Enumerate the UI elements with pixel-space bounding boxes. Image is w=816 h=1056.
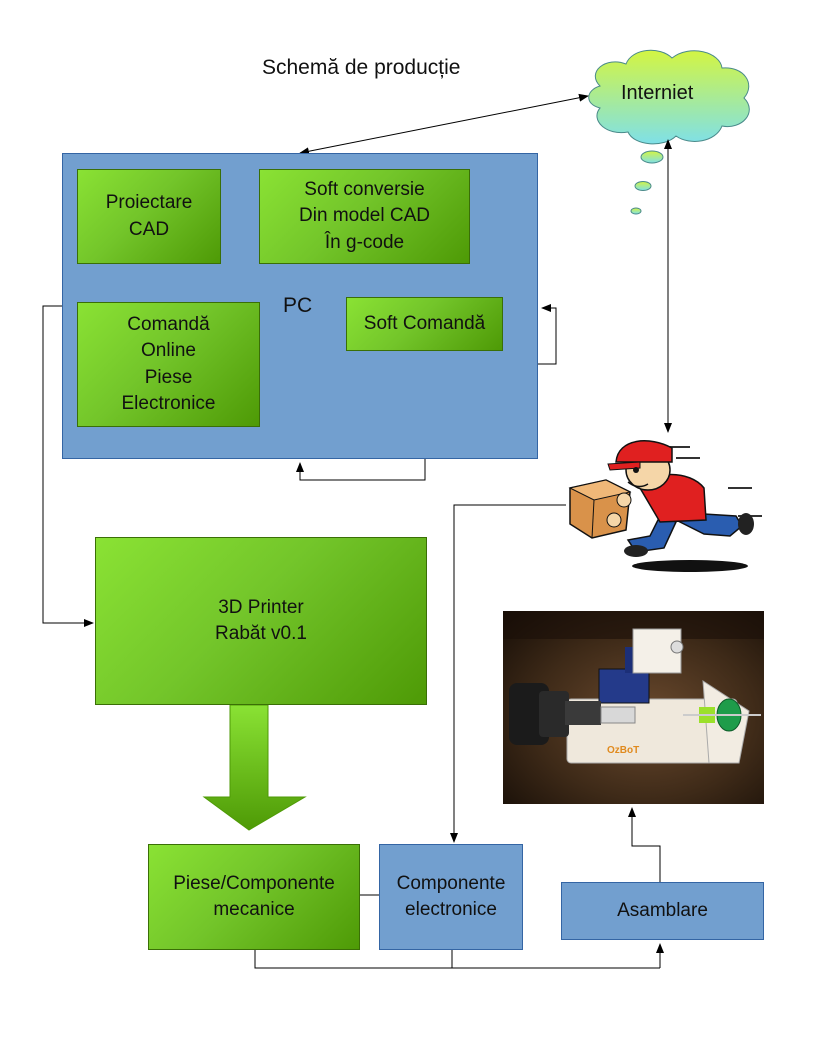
robot-photo-art: OzBoT xyxy=(503,611,764,764)
internet-cloud xyxy=(588,49,750,215)
mechanical-parts-box: Piese/Componente mecanice xyxy=(148,844,360,950)
pc-label: PC xyxy=(283,294,313,317)
printer-output-arrow xyxy=(202,704,307,831)
courier-icon xyxy=(568,440,762,572)
robot-photo: OzBoT xyxy=(503,611,764,804)
online-order-box: Comandă Online Piese Electronice xyxy=(77,302,260,427)
electronic-parts-box: Componente electronice xyxy=(379,844,523,950)
printer-box: 3D Printer Rabăt v0.1 xyxy=(95,537,427,705)
assembly-box: Asamblare xyxy=(561,882,764,940)
internet-label: Interniet xyxy=(621,82,694,104)
converter-box: Soft conversie Din model CAD În g-code xyxy=(259,169,470,264)
bottom-collector-line xyxy=(254,950,660,969)
assembly-photo-arrow xyxy=(628,807,661,882)
cad-design-box: Proiectare CAD xyxy=(77,169,221,264)
cloud-pc-connector xyxy=(299,93,589,156)
courier-electronics-arrow xyxy=(450,504,566,843)
robot-logo-text: OzBoT xyxy=(607,745,639,756)
pc-printer-arrow xyxy=(42,305,94,627)
page-title: Schemă de producție xyxy=(262,56,461,79)
control-software-box: Soft Comandă xyxy=(346,297,503,351)
